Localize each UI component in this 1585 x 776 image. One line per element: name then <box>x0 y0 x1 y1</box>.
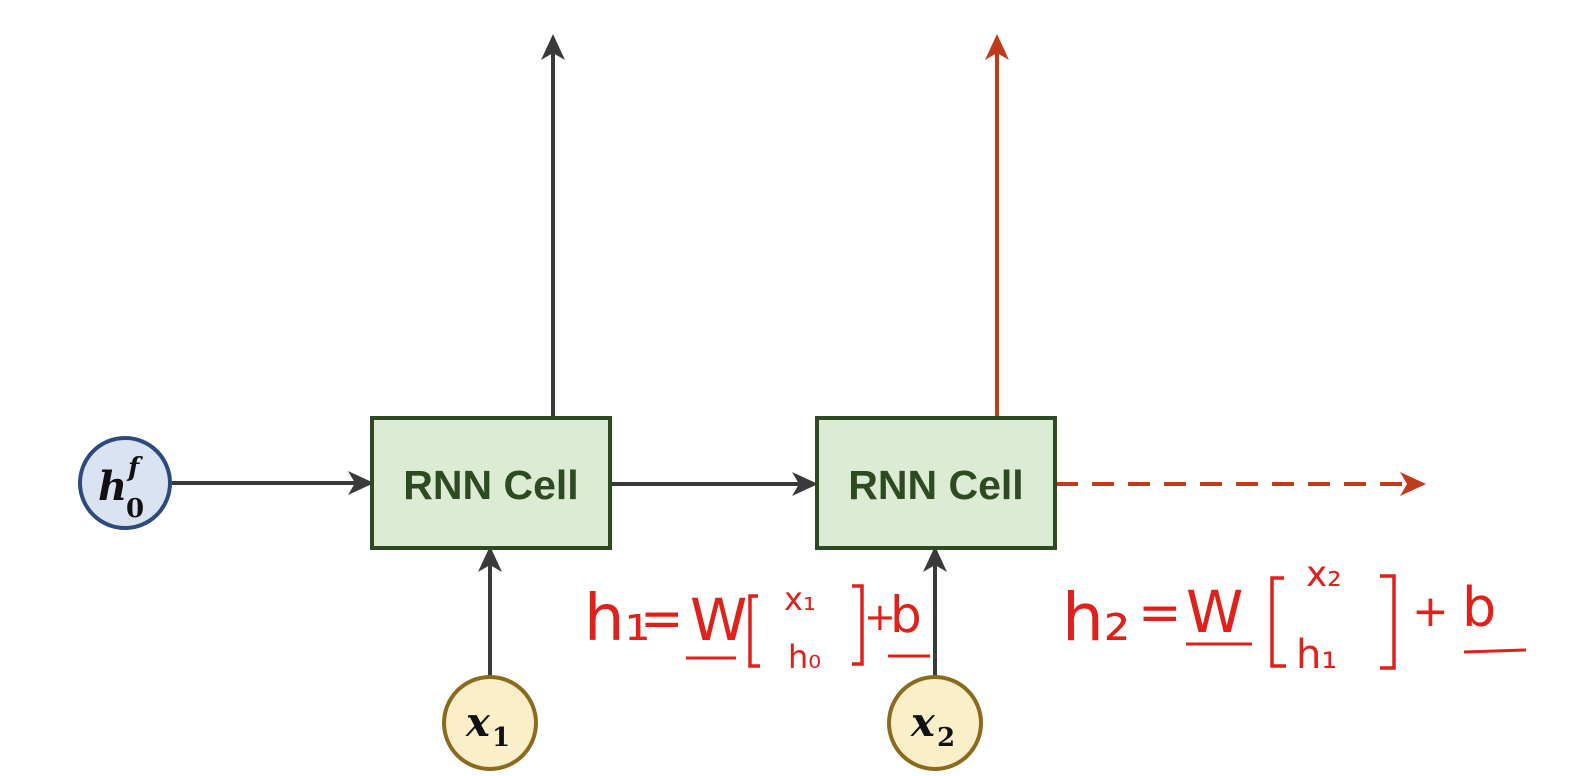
eq2-bias: b <box>1462 576 1496 639</box>
eq2-left-bracket <box>1270 576 1286 668</box>
eq2-plus: + <box>1412 586 1449 637</box>
eq1-left-bracket <box>748 594 760 668</box>
initial-state-node: h f 0 <box>78 436 172 530</box>
rnn-cell-2-label: RNN Cell <box>848 462 1023 508</box>
input-x1-subscript: 1 <box>492 723 510 753</box>
eq2-equals: = <box>1138 583 1182 643</box>
eq2-bottom-entry: h₁ <box>1296 632 1337 678</box>
eq1-bias: b <box>890 586 922 644</box>
input-x1-symbol: x <box>465 699 491 746</box>
handwritten-equation-h1: h₁ = W x₁ h₀ + b <box>584 580 930 676</box>
input-node-x2: x 2 <box>887 675 983 771</box>
eq1-lhs: h₁ <box>584 582 650 656</box>
eq2-top-entry: x₂ <box>1306 554 1342 595</box>
eq1-top-entry: x₁ <box>784 580 816 618</box>
eq2-bias-underline <box>1463 648 1527 654</box>
initial-state-symbol: h <box>98 463 127 510</box>
rnn-cell-1-label: RNN Cell <box>403 462 578 508</box>
eq1-weight: W <box>690 586 747 654</box>
eq2-weight: W <box>1186 578 1243 646</box>
input-node-x1: x 1 <box>442 675 538 771</box>
input-x2-subscript: 2 <box>937 723 955 753</box>
input-x2-symbol: x <box>910 699 936 746</box>
eq2-lhs: h₂ <box>1062 579 1130 656</box>
handwritten-equation-h2: h₂ = W x₂ h₁ + b <box>1062 554 1527 678</box>
eq2-right-bracket <box>1380 574 1396 670</box>
initial-state-superscript: f <box>126 453 143 483</box>
eq1-plus: + <box>864 595 896 639</box>
rnn-cell-2: RNN Cell <box>815 416 1057 550</box>
eq1-bottom-entry: h₀ <box>788 638 821 676</box>
eq1-right-bracket <box>852 584 864 666</box>
eq1-equals: = <box>640 589 684 649</box>
initial-state-subscript: 0 <box>126 494 144 524</box>
rnn-cell-1: RNN Cell <box>370 416 612 550</box>
